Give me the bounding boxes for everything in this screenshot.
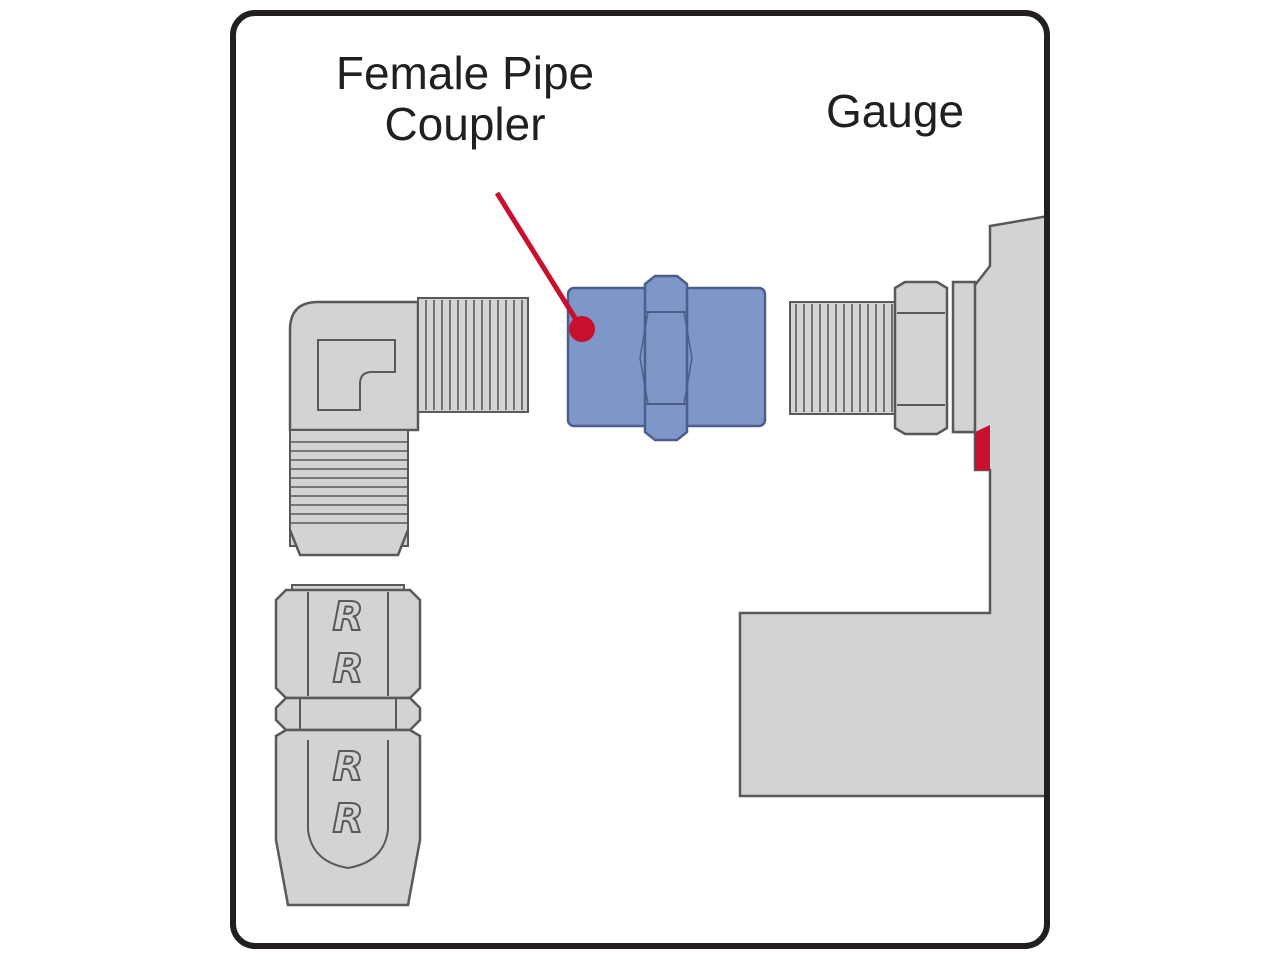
svg-text:R: R xyxy=(333,744,364,790)
coupler-label-line2: Coupler xyxy=(384,97,546,150)
diagram-frame xyxy=(230,10,1050,949)
elbow-adapter xyxy=(288,297,529,557)
logo-mark-icon: R R R R xyxy=(332,593,365,843)
female-pipe-coupler xyxy=(566,274,767,442)
svg-text:R: R xyxy=(333,796,364,842)
svg-text:R: R xyxy=(333,646,364,692)
gauge-body xyxy=(738,212,1047,798)
hose-end-fitting xyxy=(274,584,422,907)
coupler-label-line1: Female Pipe xyxy=(335,47,595,99)
gauge-threaded-fitting xyxy=(789,280,949,436)
gauge-label: Gauge xyxy=(825,85,965,137)
coupler-pointer xyxy=(494,191,595,342)
female-pipe-coupler-label: Female Pipe Coupler xyxy=(300,48,630,149)
svg-text:R: R xyxy=(333,594,364,640)
